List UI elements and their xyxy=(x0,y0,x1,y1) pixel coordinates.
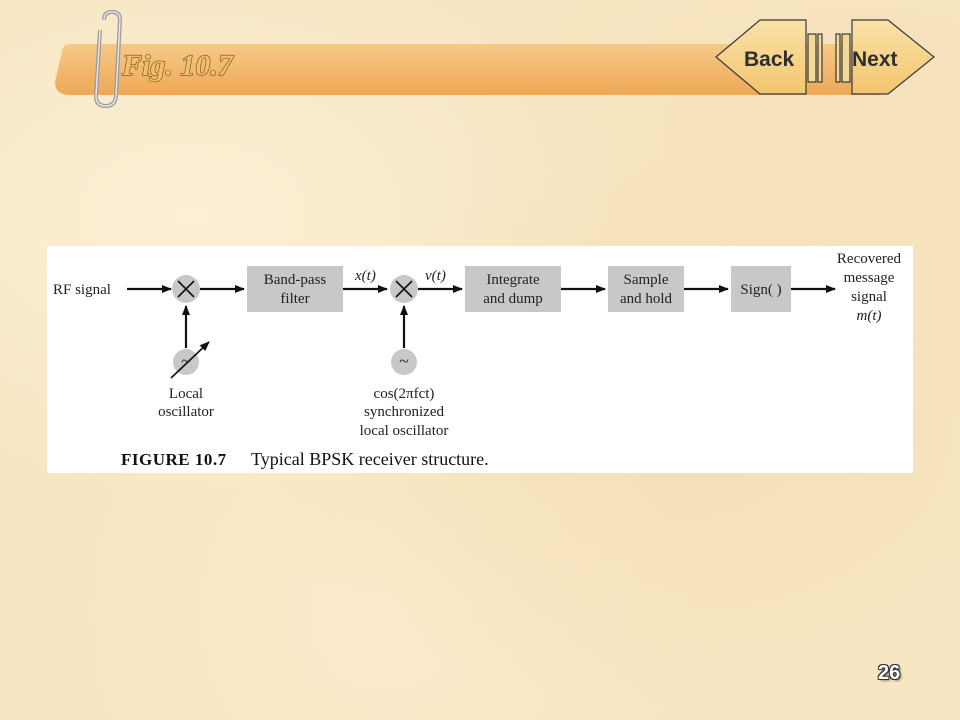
x-signal-label: x(t) xyxy=(354,268,376,284)
bandpass-filter-box xyxy=(247,266,343,312)
local-oscillator-1-icon: ~ xyxy=(170,341,210,379)
figure-caption-label: FIGURE 10.7 xyxy=(121,450,227,469)
bandpass-label-1: Band-pass xyxy=(264,272,327,288)
osc2-tilde: ~ xyxy=(399,351,409,371)
nav-divider-icon xyxy=(807,33,851,83)
bandpass-label-2: filter xyxy=(280,291,309,307)
rf-signal-label: RF signal xyxy=(53,282,111,298)
sample-hold-box xyxy=(608,266,684,312)
sample-label-2: and hold xyxy=(620,291,673,307)
integrate-label-2: and dump xyxy=(483,291,543,307)
osc2-label-2: synchronized xyxy=(364,404,444,420)
integrate-dump-box xyxy=(465,266,561,312)
page-title: Fig. 10.7 xyxy=(121,49,234,82)
v-signal-label: v(t) xyxy=(425,268,446,284)
figure-caption-text: Typical BPSK receiver structure. xyxy=(251,449,489,469)
figure-panel: RF signal Band-pass filter x(t) v(t) Int xyxy=(47,246,913,473)
sign-label: Sign( ) xyxy=(740,282,781,298)
osc2-label-3: local oscillator xyxy=(360,423,449,439)
paperclip-icon xyxy=(93,9,123,109)
local-oscillator-2-icon: ~ xyxy=(391,349,417,375)
osc1-tilde: ~ xyxy=(181,351,191,371)
osc1-label-2: oscillator xyxy=(158,404,214,420)
sign-box xyxy=(731,266,791,312)
sample-label-1: Sample xyxy=(624,272,669,288)
osc2-label-1: cos(2πfct) xyxy=(374,386,435,402)
page-number: 26 xyxy=(878,662,901,684)
output-label-1: Recovered xyxy=(837,251,902,267)
title-banner: Fig. 10.7 Back Next xyxy=(55,9,935,109)
osc1-label-1: Local xyxy=(169,386,203,402)
back-button-label: Back xyxy=(744,48,795,71)
next-button[interactable]: Next xyxy=(851,19,935,95)
next-button-label: Next xyxy=(852,48,898,71)
output-label-3: signal xyxy=(851,289,887,305)
output-label-2: message xyxy=(844,270,895,286)
bpsk-receiver-diagram: RF signal Band-pass filter x(t) v(t) Int xyxy=(53,251,902,469)
mixer-1 xyxy=(172,275,200,303)
back-button[interactable]: Back xyxy=(715,19,807,95)
title-banner-strip xyxy=(55,44,890,95)
mixer-2 xyxy=(390,275,418,303)
output-label-4: m(t) xyxy=(857,308,882,324)
integrate-label-1: Integrate xyxy=(486,272,540,288)
